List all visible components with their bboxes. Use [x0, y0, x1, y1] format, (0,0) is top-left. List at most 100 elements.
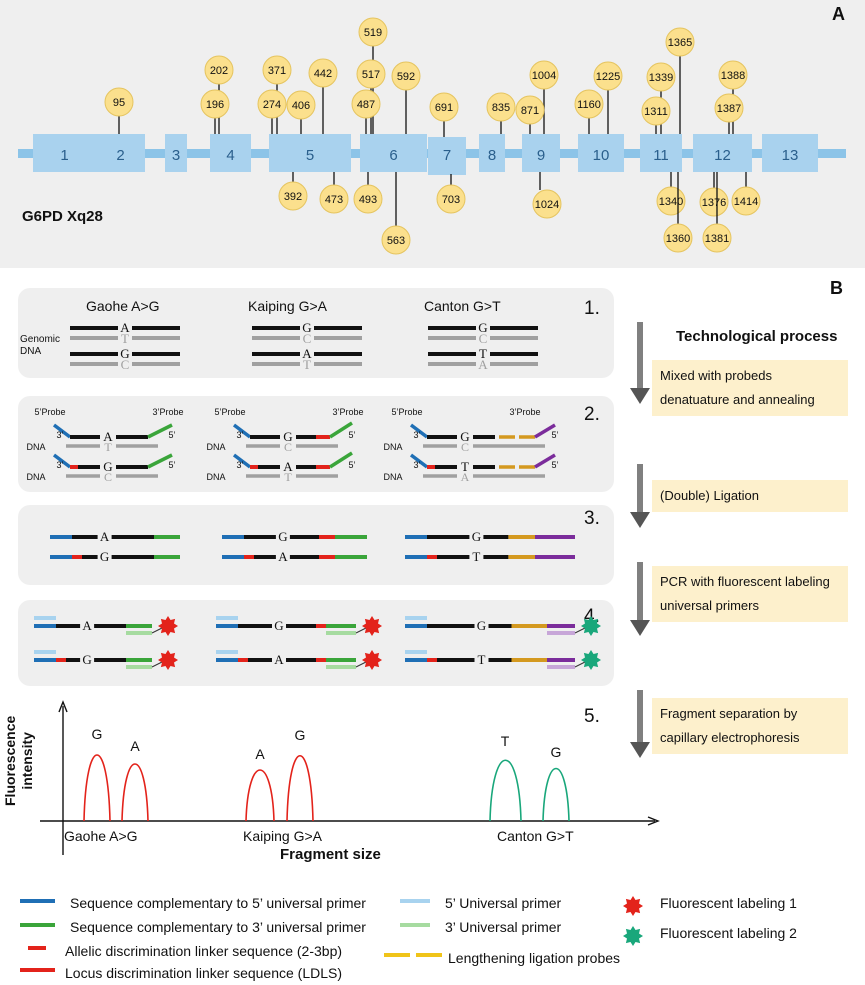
variant-marker: [286, 90, 316, 120]
step-num-1: 1.: [584, 298, 600, 319]
process-arrow-head: [630, 388, 650, 404]
variant-marker: [308, 58, 338, 88]
exon-box: [269, 134, 351, 172]
variant-marker-label: 703: [442, 194, 460, 206]
probe3-arm: [329, 451, 353, 469]
dna-label: DNA: [206, 472, 225, 482]
allele-base: G: [82, 652, 91, 667]
probe3-arm: [147, 453, 173, 469]
legend-item-7: Lengthening ligation probes: [448, 950, 621, 966]
variant-marker: [665, 27, 695, 57]
legend-item-1: Sequence complementary to 5’ universal p…: [70, 895, 366, 911]
allele-base: A: [283, 459, 293, 474]
variant-marker: [486, 92, 516, 122]
variant-marker-label: 1160: [577, 99, 601, 111]
panel-b-letter: B: [830, 278, 843, 298]
variant-marker: [356, 59, 386, 89]
probe5-label: 5’Probe: [34, 407, 65, 417]
panel-a-letter: A: [832, 4, 845, 24]
complement-base: C: [461, 440, 469, 454]
exon-label: 10: [593, 147, 610, 164]
variant-marker: [381, 225, 411, 255]
fluorescent-label-2-icon: [581, 650, 601, 670]
end5-label: 5’: [168, 430, 175, 440]
electropherogram-peak: [542, 768, 570, 822]
fluorescent-label-1-icon: [362, 616, 382, 636]
fluor-link: [574, 627, 586, 634]
end3-label: 3’: [56, 430, 63, 440]
variant-marker: [104, 87, 134, 117]
allele-base: G: [302, 320, 311, 335]
variant-marker-label: 517: [362, 69, 380, 81]
variant-marker-label: 691: [435, 102, 453, 114]
variant-marker-label: 487: [357, 99, 375, 111]
step-num-3: 3.: [584, 508, 600, 529]
process-arrow-shaft: [637, 690, 643, 744]
exon-label: 1: [60, 147, 68, 164]
variant-marker: [718, 60, 748, 90]
probe3-arm: [534, 423, 556, 439]
fluor-link: [151, 627, 163, 634]
step-num-2: 2.: [584, 404, 600, 425]
variant-marker-label: 473: [325, 194, 343, 206]
process-arrow-head: [630, 512, 650, 528]
dna-label: DNA: [383, 472, 402, 482]
legend-item-3: Allelic discrimination linker sequence (…: [65, 943, 343, 959]
allele-base: A: [82, 618, 92, 633]
variant-marker-label: 1024: [535, 199, 559, 211]
exon-label: 9: [537, 147, 545, 164]
complement-base: C: [104, 470, 112, 484]
y-axis-arrow-icon: [58, 700, 68, 713]
end3-label: 3’: [413, 460, 420, 470]
peak-label: G: [92, 726, 103, 742]
exon-box: [33, 134, 96, 172]
variant-marker-label: 1365: [668, 37, 692, 49]
chart-x-label: Fragment size: [280, 846, 381, 863]
electropherogram-peak: [83, 754, 111, 822]
allele-base: G: [283, 429, 292, 444]
allele-base: A: [120, 320, 130, 335]
variant-marker-label: 519: [364, 27, 382, 39]
probe5-label: 5’Probe: [391, 407, 422, 417]
variant-marker-label: 202: [210, 65, 228, 77]
allele-base: A: [302, 346, 312, 361]
probe5-arm: [52, 453, 72, 469]
exon-box: [479, 134, 505, 172]
exon-box: [762, 134, 818, 172]
dna-label: DNA: [26, 472, 45, 482]
allele-base: A: [103, 429, 113, 444]
variant-marker: [257, 89, 287, 119]
gene-label: G6PD Xq28: [22, 208, 103, 225]
probe5-arm: [409, 423, 429, 439]
allele-base: G: [103, 459, 112, 474]
group-label-2: Kaiping G>A: [243, 828, 322, 844]
exon-box: [360, 134, 427, 172]
complement-base: C: [303, 331, 312, 346]
electropherogram-peak: [489, 759, 522, 822]
probe5-arm: [52, 423, 72, 439]
exon-label: 3: [172, 147, 180, 164]
exon-label: 4: [226, 147, 234, 164]
end3-label: 3’: [236, 460, 243, 470]
variant-marker-label: 1381: [705, 233, 729, 245]
end5-label: 5’: [348, 430, 355, 440]
note-step5: Fragment separation by capillary electro…: [652, 698, 848, 754]
fluorescent-label-1-icon: [158, 616, 178, 636]
exon-label: 12: [714, 147, 731, 164]
dna-label: DNA: [383, 442, 402, 452]
fluor-link: [355, 661, 367, 668]
process-arrow-shaft: [637, 464, 643, 514]
legend-item-4: Locus discrimination linker sequence (LD…: [65, 965, 343, 981]
probe3-arm: [147, 423, 173, 439]
end3-label: 3’: [236, 430, 243, 440]
exon-box: [428, 137, 466, 175]
exon-box: [640, 134, 682, 172]
fluorescent-label-1-icon: [158, 650, 178, 670]
variant-marker-label: 196: [206, 99, 224, 111]
variant-marker-label: 563: [387, 235, 405, 247]
complement-base: A: [461, 470, 470, 484]
allele-base: T: [472, 549, 480, 564]
end5-label: 5’: [348, 460, 355, 470]
